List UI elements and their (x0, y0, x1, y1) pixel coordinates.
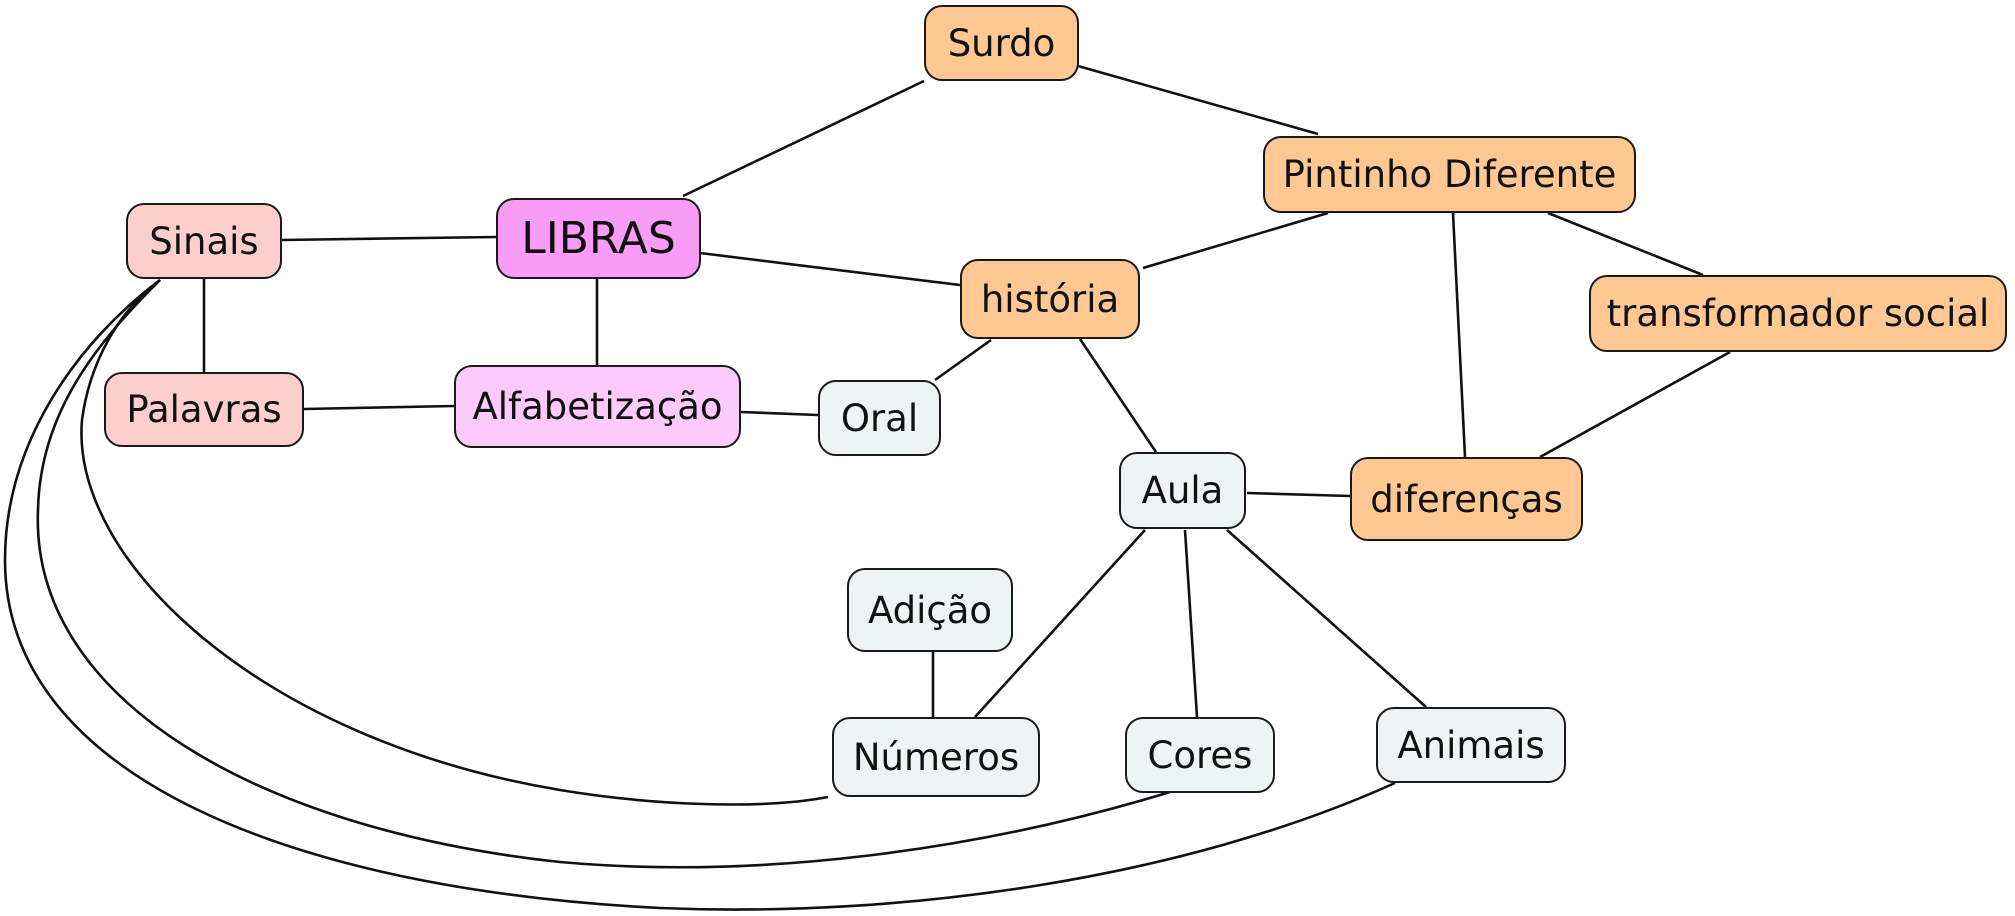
node-historia[interactable]: história (960, 259, 1140, 339)
edge-sinais-cores (36, 279, 1171, 869)
node-adicao[interactable]: Adição (847, 568, 1013, 652)
edge-aula-numeros (974, 529, 1146, 718)
node-aula[interactable]: Aula (1119, 452, 1246, 529)
edge-oral-historia (934, 338, 992, 382)
edge-sinais-animais (3, 278, 1396, 911)
edge-transformador-diferencas (1539, 350, 1731, 459)
node-animais[interactable]: Animais (1376, 707, 1566, 783)
edge-sinais-numeros (80, 278, 829, 806)
node-surdo[interactable]: Surdo (924, 5, 1079, 81)
edge-historia-pintinho (1142, 211, 1329, 270)
edge-pintinho-diferencas (1451, 212, 1467, 458)
node-pintinho-diferente[interactable]: Pintinho Diferente (1263, 136, 1636, 213)
node-sinais[interactable]: Sinais (126, 203, 282, 279)
edge-pintinho-transformador (1547, 211, 1704, 277)
node-transformador-social[interactable]: transformador social (1589, 275, 2007, 352)
node-palavras[interactable]: Palavras (104, 372, 304, 447)
node-oral[interactable]: Oral (818, 380, 941, 456)
edge-aula-diferencas (1246, 491, 1351, 498)
node-libras[interactable]: LIBRAS (496, 198, 701, 279)
node-diferencas[interactable]: diferenças (1350, 457, 1583, 541)
edge-surdo-pintinho (1077, 64, 1319, 136)
edge-alfabetizacao-oral (740, 410, 819, 417)
edge-libras-historia (699, 251, 961, 287)
node-cores[interactable]: Cores (1125, 717, 1275, 793)
edge-sinais-libras (281, 235, 497, 242)
edge-historia-aula (1078, 338, 1158, 453)
edge-aula-cores (1183, 529, 1199, 718)
edge-aula-animais (1226, 529, 1427, 708)
node-alfabetizacao[interactable]: Alfabetização (454, 365, 741, 448)
node-numeros[interactable]: Números (832, 717, 1040, 797)
edge-libras-surdo (682, 79, 925, 198)
edge-palavras-alfabetizacao (303, 404, 455, 411)
